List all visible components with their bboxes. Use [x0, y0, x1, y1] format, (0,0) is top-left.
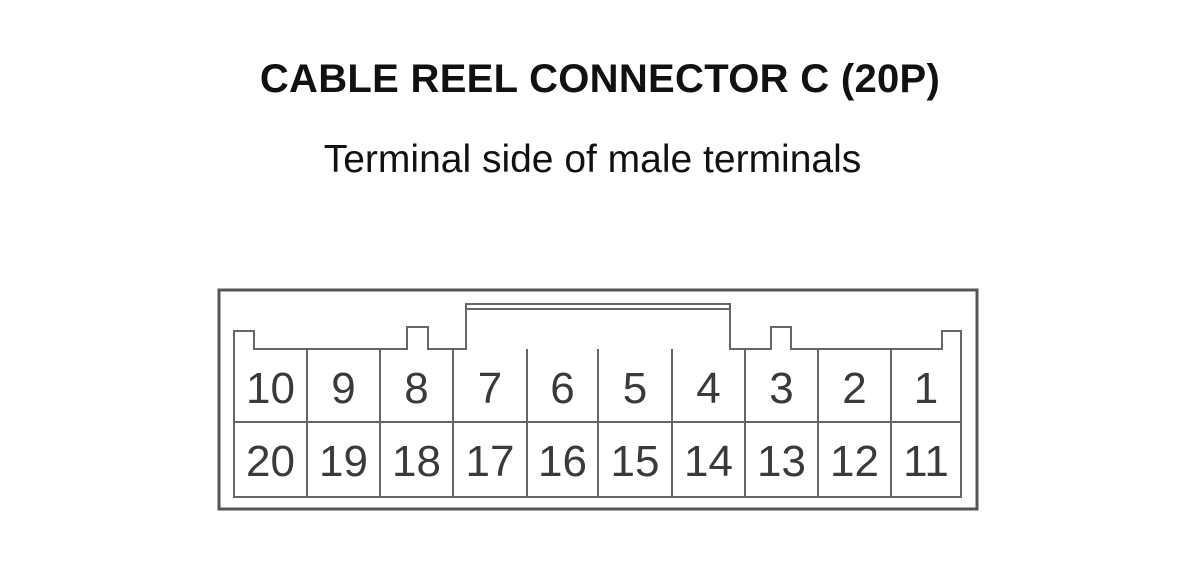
pin-label-7: 7	[478, 364, 502, 413]
pin-label-17: 17	[466, 437, 515, 486]
pin-label-13: 13	[757, 437, 806, 486]
pin-label-5: 5	[623, 364, 647, 413]
diagram-title: CABLE REEL CONNECTOR C (20P)	[259, 57, 941, 101]
pin-label-19: 19	[319, 437, 368, 486]
pin-label-15: 15	[611, 437, 660, 486]
pin-label-11: 11	[903, 437, 949, 486]
pin-label-1: 1	[914, 364, 938, 413]
pin-label-14: 14	[684, 437, 733, 486]
pin-label-16: 16	[538, 437, 587, 486]
pin-label-2: 2	[842, 364, 866, 413]
pin-label-4: 4	[696, 364, 720, 413]
pin-label-12: 12	[830, 437, 879, 486]
pin-label-8: 8	[404, 364, 428, 413]
pin-label-10: 10	[246, 364, 295, 413]
pin-label-9: 9	[331, 364, 355, 413]
pin-dividers	[306, 349, 892, 497]
pin-label-20: 20	[246, 437, 295, 486]
pin-label-6: 6	[550, 364, 574, 413]
connector-housing	[217, 288, 979, 511]
pin-label-3: 3	[769, 364, 793, 413]
connector-inner-outline	[233, 303, 962, 498]
diagram-subtitle: Terminal side of male terminals	[323, 138, 862, 181]
pin-label-18: 18	[392, 437, 441, 486]
